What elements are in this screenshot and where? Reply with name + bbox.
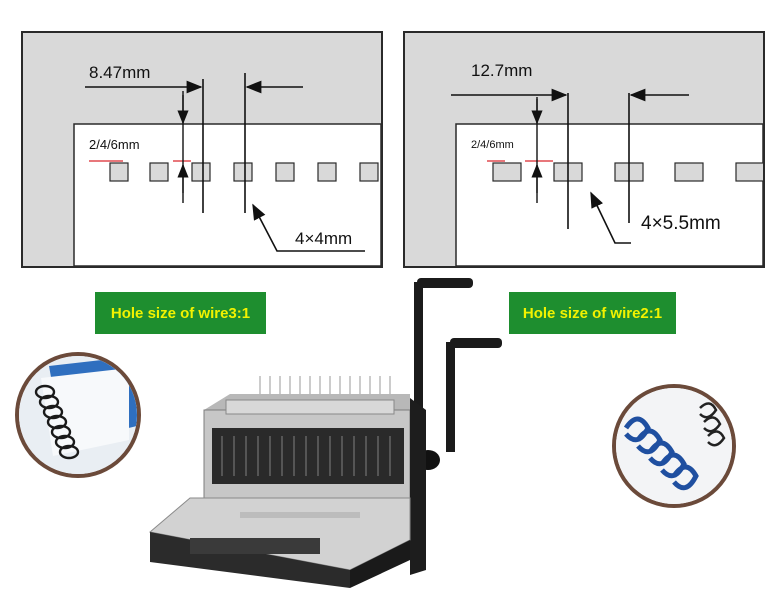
diagram-graphic [451,88,763,266]
margin-label: 2/4/6mm [471,139,514,151]
crank-handles [414,278,502,470]
badge-wire-2to1: Hole size of wire2:1 [509,292,676,334]
hole-size-label: 4×5.5mm [641,213,721,234]
diagram-graphic [73,73,381,266]
badge-wire-3to1: Hole size of wire3:1 [95,292,266,334]
notebook-closeup-image [15,352,141,478]
binding-machine-image [148,278,502,588]
pitch-label: 12.7mm [471,61,533,80]
hole-diagram-2to1: 12.7mm 2/4/6mm 4×5.5mm [403,31,765,268]
punch-holes [109,162,379,182]
blue-wire-icon [616,388,732,504]
wire-notebook-icon [19,356,137,474]
wire-spine-closeup-image [612,384,736,508]
margin-label: 2/4/6mm [89,137,140,152]
hole-size-label: 4×4mm [295,229,353,248]
pitch-label: 8.47mm [89,63,151,82]
hole-diagram-3to1: 8.47mm 2/4/6mm 4×4mm [21,31,383,268]
